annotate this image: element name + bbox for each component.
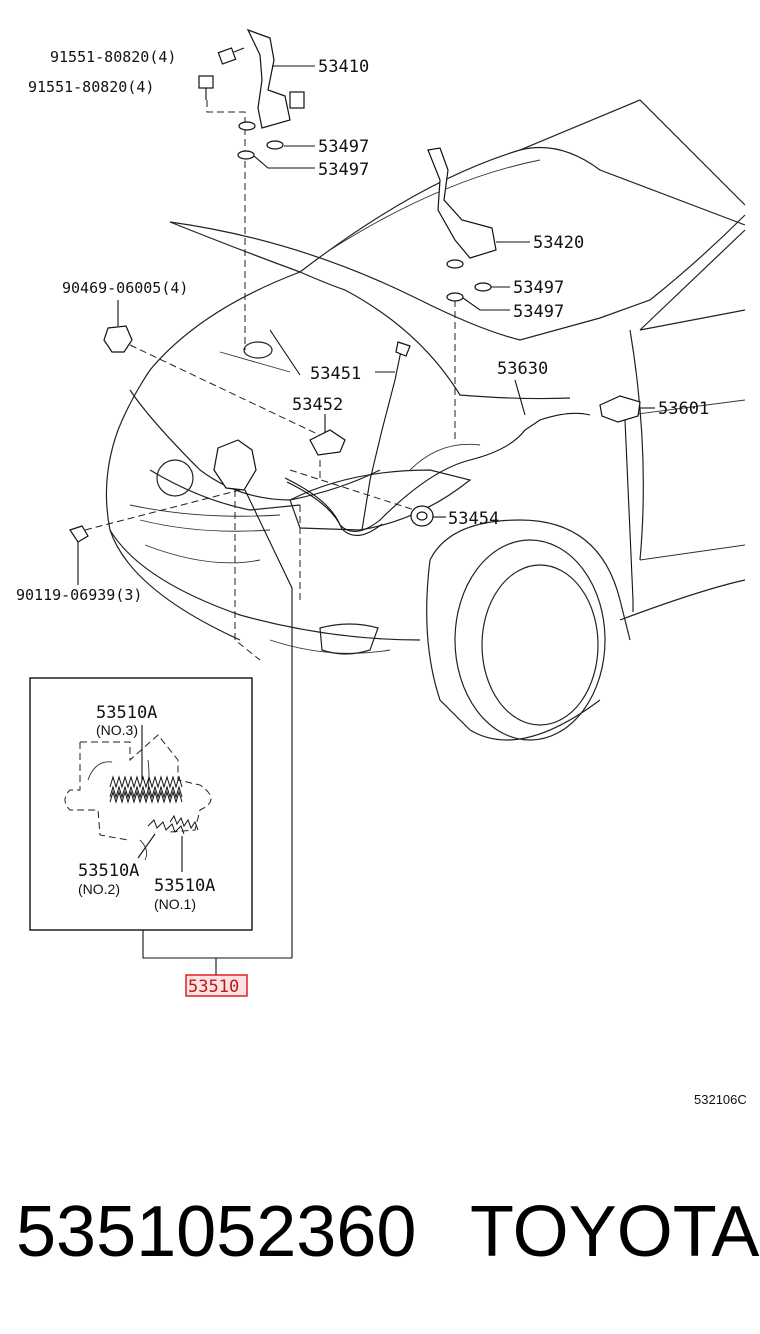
- hood-lock-highlight: [185, 974, 248, 997]
- callout-support-rod: 53451: [310, 364, 361, 384]
- support-rod-part: [361, 345, 403, 531]
- brand-name: TOYOTA: [470, 1192, 759, 1272]
- washer-left-b-part: [237, 150, 255, 160]
- leader-lines: [77, 65, 655, 958]
- spring-no2-part: [147, 819, 185, 835]
- diagram-reference: 532106C: [694, 1092, 747, 1107]
- hinge-left-part: [246, 28, 305, 129]
- callout-release-cable: 53630: [497, 359, 548, 379]
- hood-lock-part: [213, 439, 257, 491]
- washer-left-a-part: [266, 140, 284, 150]
- callout-spring-no3: 53510A: [96, 703, 157, 723]
- part-number: 5351052360: [16, 1192, 416, 1272]
- support-rod-tip: [395, 341, 411, 357]
- callout-spring-no2-sub: (NO.2): [78, 881, 120, 897]
- callout-washer-left-b: 53497: [318, 160, 369, 180]
- callout-spring-no2: 53510A: [78, 861, 139, 881]
- callout-washer-left-a: 53497: [318, 137, 369, 157]
- washer-right-mount: [446, 259, 464, 269]
- callout-hood-lock: 53510: [188, 977, 239, 997]
- clip-part: [103, 325, 133, 353]
- callout-bolt-upper: 91551-80820(4): [50, 48, 176, 66]
- callout-rod-holder: 53452: [292, 395, 343, 415]
- hinge-right-part: [427, 147, 497, 259]
- spring-no1-part: [169, 814, 199, 831]
- release-lever-part: [599, 395, 641, 423]
- washer-right-b-part: [446, 292, 464, 302]
- bolt-upper-part: [217, 47, 245, 65]
- spring-inset-drawing: [64, 725, 212, 872]
- lock-bolt-part: [69, 525, 89, 543]
- assembly-dashed-lines: [84, 100, 456, 661]
- rod-holder-part: [309, 429, 346, 456]
- callout-bumper-cushion: 53454: [448, 509, 499, 529]
- callout-hinge-right: 53420: [533, 233, 584, 253]
- callout-clip: 90469-06005(4): [62, 279, 188, 297]
- callout-spring-no1: 53510A: [154, 876, 215, 896]
- callout-spring-no3-sub: (NO.3): [96, 722, 138, 738]
- bumper-cushion-part: [410, 505, 434, 527]
- callout-lock-bolt: 90119-06939(3): [16, 586, 142, 604]
- callout-bolt-lower: 91551-80820(4): [28, 78, 154, 96]
- spring-no3-part: [109, 775, 183, 804]
- callout-release-lever: 53601: [658, 399, 709, 419]
- spring-inset-box: [29, 677, 253, 931]
- car-body-outline: [105, 99, 746, 741]
- washer-right-a-part: [474, 282, 492, 292]
- inset-bracket-line: [142, 930, 292, 959]
- washer-left-mount: [238, 121, 256, 131]
- callout-hinge-left: 53410: [318, 57, 369, 77]
- callout-spring-no1-sub: (NO.1): [154, 896, 196, 912]
- callout-washer-right-b: 53497: [513, 302, 564, 322]
- bolt-lower-part: [198, 75, 214, 100]
- callout-washer-right-a: 53497: [513, 278, 564, 298]
